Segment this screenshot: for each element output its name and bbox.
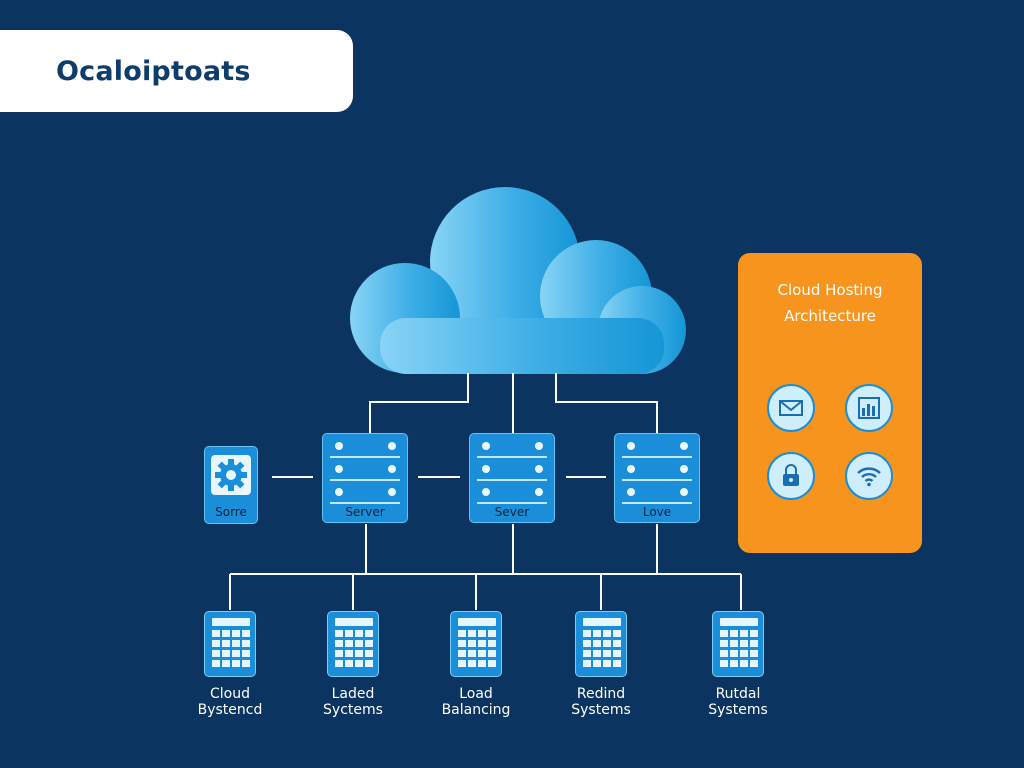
server-rack xyxy=(330,440,400,458)
storage-grid-icon xyxy=(458,618,496,667)
server-rack xyxy=(330,486,400,504)
server-label: Love xyxy=(642,505,672,519)
caption-line: Systems xyxy=(571,702,631,718)
cloud-icon xyxy=(350,187,686,374)
gear-icon xyxy=(211,455,251,495)
info-panel: Cloud Hosting Architecture xyxy=(738,253,922,553)
storage-caption-4: Redind Systems xyxy=(546,686,656,718)
storage-caption-3: Load Balancing xyxy=(421,686,531,718)
storage-caption-2: Laded Syctems xyxy=(298,686,408,718)
server-rack xyxy=(622,440,692,458)
lock-icon[interactable] xyxy=(767,452,815,500)
panel-title-line: Cloud Hosting xyxy=(777,281,883,299)
storage-grid-icon xyxy=(583,618,621,667)
server-rack xyxy=(477,463,547,481)
storage-node-3[interactable] xyxy=(450,611,502,677)
server-node-3[interactable]: Love xyxy=(614,433,700,523)
server-rack xyxy=(477,486,547,504)
server-rack xyxy=(330,463,400,481)
panel-title-line: Architecture xyxy=(784,307,876,325)
caption-line: Balancing xyxy=(441,702,511,718)
title-card: Ocaloiptoats xyxy=(0,30,353,112)
settings-node[interactable]: Sorre xyxy=(204,446,258,524)
caption-line: Syctems xyxy=(323,702,383,718)
info-panel-title: Cloud Hosting Architecture xyxy=(738,277,922,329)
caption-line: Load xyxy=(459,686,493,702)
caption-line: Bystencd xyxy=(197,702,263,718)
server-rack xyxy=(622,486,692,504)
server-rack xyxy=(477,440,547,458)
wifi-icon[interactable] xyxy=(845,452,893,500)
cloud-server-links xyxy=(229,373,742,610)
storage-node-2[interactable] xyxy=(327,611,379,677)
storage-caption-1: Cloud Bystencd xyxy=(175,686,285,718)
server-node-2[interactable]: Sever xyxy=(469,433,555,523)
server-node-1[interactable]: Server xyxy=(322,433,408,523)
caption-line: Cloud xyxy=(210,686,250,702)
page-title: Ocaloiptoats xyxy=(56,55,251,87)
mail-icon[interactable] xyxy=(767,384,815,432)
storage-grid-icon xyxy=(212,618,250,667)
storage-node-4[interactable] xyxy=(575,611,627,677)
caption-line: Laded xyxy=(331,686,375,702)
caption-line: Systems xyxy=(708,702,768,718)
storage-grid-icon xyxy=(720,618,758,667)
server-label: Server xyxy=(345,505,385,519)
server-label: Sever xyxy=(494,505,530,519)
storage-node-5[interactable] xyxy=(712,611,764,677)
chart-icon[interactable] xyxy=(845,384,893,432)
storage-grid-icon xyxy=(335,618,373,667)
storage-node-1[interactable] xyxy=(204,611,256,677)
settings-node-label: Sorre xyxy=(215,505,247,519)
caption-line: Rutdal xyxy=(715,686,761,702)
server-rack xyxy=(622,463,692,481)
storage-caption-5: Rutdal Systems xyxy=(683,686,793,718)
caption-line: Redind xyxy=(576,686,626,702)
